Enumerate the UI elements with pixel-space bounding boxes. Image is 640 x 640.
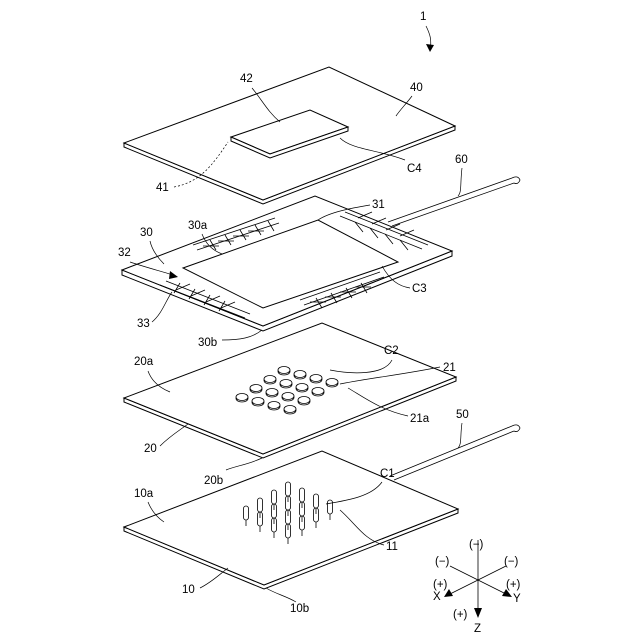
element-21 [298,397,310,406]
element-21 [312,388,324,397]
axis-z-minus: (−) [469,539,484,551]
cable-60-line-b [392,183,514,226]
label-50: 50 [456,409,469,421]
axis-x-label: X [433,591,441,603]
layer-10-plate [124,451,458,589]
element-21 [326,379,338,388]
element-21 [268,402,280,411]
label-21a: 21a [410,413,430,425]
axis-y-plus: (+) [506,579,521,591]
label-30a: 30a [188,220,208,232]
axis-x-plus: (+) [433,579,448,591]
layer-30-plate [122,196,452,331]
element-21 [264,376,276,385]
label-41: 41 [156,182,169,194]
label-42: 42 [240,73,253,85]
axis-y-minus: (−) [435,556,450,568]
layer-10-top [124,451,458,585]
label-20: 20 [144,443,157,455]
label-20b: 20b [204,475,223,487]
element-21 [252,398,264,407]
label-C1: C1 [380,468,395,480]
element-21 [278,367,290,376]
cable-50 [390,425,520,480]
figure-label: 1 [420,11,426,23]
layer-20-plate [124,323,456,458]
leader-50 [458,423,462,448]
label-10a: 10a [134,488,154,500]
cable-50-end [512,425,520,432]
label-30b: 30b [198,337,217,349]
leader-10 [200,568,228,588]
cable-50-line-a [390,426,512,476]
leader-20b [226,458,262,470]
label-20a: 20a [134,356,154,368]
figure-reference: 1 [420,11,434,52]
cable-50-line-b [394,431,514,480]
element-21 [284,406,296,415]
cable-60-end [512,177,520,184]
element-21 [294,371,306,380]
figure-label-arrowhead [426,44,434,52]
label-30: 30 [140,227,153,239]
leader-30b [222,330,262,340]
label-60: 60 [455,154,468,166]
layer-40-plate [124,67,455,204]
axis-z-plus: (+) [453,609,468,621]
label-31: 31 [372,199,385,211]
leader-10b [266,588,296,602]
element-21 [236,394,248,403]
z-axis-arrowhead [474,608,482,618]
label-32: 32 [118,247,131,259]
element-21 [280,380,292,389]
label-10b: 10b [290,603,309,615]
leader-20 [160,424,188,446]
coordinate-axes: (−) (−) (−) (+) (+) (+) X Y Z [433,539,521,635]
label-C4: C4 [407,163,422,175]
axis-y-label: Y [513,593,521,605]
axis-z-label: Z [474,623,481,635]
label-C3: C3 [412,283,427,295]
label-40: 40 [410,82,423,94]
leader-60 [458,168,462,196]
element-21 [282,393,294,402]
leader-33 [152,292,172,322]
element-21 [250,385,262,394]
label-11: 11 [386,541,398,553]
label-10: 10 [182,584,195,596]
element-21 [266,389,278,398]
label-C2: C2 [384,345,399,357]
axis-x-minus: (−) [504,556,519,568]
label-33: 33 [137,318,150,330]
cable-60-line-a [388,178,512,222]
element-21 [296,384,308,393]
label-21: 21 [443,362,456,374]
element-21 [310,375,322,384]
cable-60 [388,177,520,226]
